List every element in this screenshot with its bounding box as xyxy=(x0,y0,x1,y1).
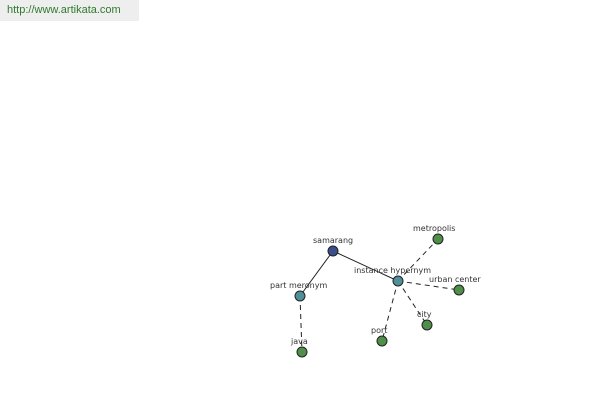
edge-instance-hypernym-to-metropolis xyxy=(397,238,439,282)
artikata-url-link[interactable]: http://www.artikata.com xyxy=(7,4,121,16)
node-metropolis[interactable]: metropolis xyxy=(413,224,455,245)
nodes-layer: samarang part meronym instance hypernym jav… xyxy=(270,224,481,358)
node-instance-hypernym-dot[interactable] xyxy=(392,275,404,287)
node-java-label: java xyxy=(290,337,308,346)
node-part-meronym-label: part meronym xyxy=(270,281,327,290)
node-port-label: port xyxy=(371,326,387,335)
node-part-meronym[interactable]: part meronym xyxy=(270,281,327,302)
edge-part-meronym-to-java xyxy=(299,295,303,353)
node-java-dot[interactable] xyxy=(296,346,308,358)
node-city[interactable]: city xyxy=(417,310,433,331)
edges-layer xyxy=(299,238,460,353)
node-samarang-dot[interactable] xyxy=(327,245,339,257)
node-samarang-label: samarang xyxy=(313,236,353,245)
node-metropolis-dot[interactable] xyxy=(432,233,444,245)
node-port-dot[interactable] xyxy=(376,335,388,347)
node-port[interactable]: port xyxy=(371,326,388,347)
node-city-label: city xyxy=(417,310,432,319)
node-instance-hypernym[interactable]: instance hypernym xyxy=(354,266,431,287)
node-urban-center-label: urban center xyxy=(429,275,481,284)
node-urban-center-dot[interactable] xyxy=(453,284,465,296)
node-city-dot[interactable] xyxy=(421,319,433,331)
node-instance-hypernym-label: instance hypernym xyxy=(354,266,431,275)
node-part-meronym-dot[interactable] xyxy=(294,290,306,302)
node-urban-center[interactable]: urban center xyxy=(429,275,481,296)
edge-samarang-to-instance-hypernym xyxy=(332,250,399,282)
edge-instance-hypernym-to-urban-center xyxy=(397,280,460,291)
url-banner: http://www.artikata.com xyxy=(0,0,139,21)
node-metropolis-label: metropolis xyxy=(413,224,455,233)
edge-instance-hypernym-to-port xyxy=(381,280,399,342)
edge-samarang-to-part-meronym xyxy=(299,250,334,297)
node-java[interactable]: java xyxy=(290,337,308,358)
node-samarang[interactable]: samarang xyxy=(313,236,353,257)
